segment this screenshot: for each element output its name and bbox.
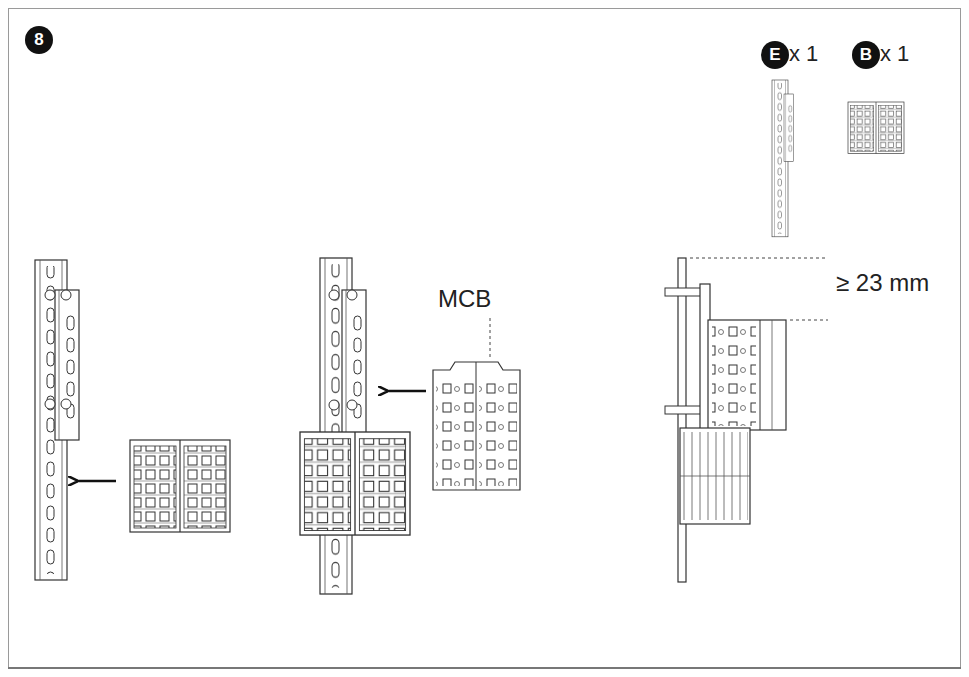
step-badge: B [852, 41, 880, 69]
quantity-label: x 1 [880, 42, 909, 66]
badge-text: E [769, 45, 780, 65]
part-label: MCB [438, 286, 491, 312]
step-badge: E [761, 41, 789, 69]
badge-text: 8 [34, 30, 43, 50]
badge-text: B [860, 45, 872, 65]
quantity-label: x 1 [789, 42, 818, 66]
dimension-label: ≥ 23 mm [836, 270, 929, 296]
step-badge: 8 [25, 26, 53, 54]
